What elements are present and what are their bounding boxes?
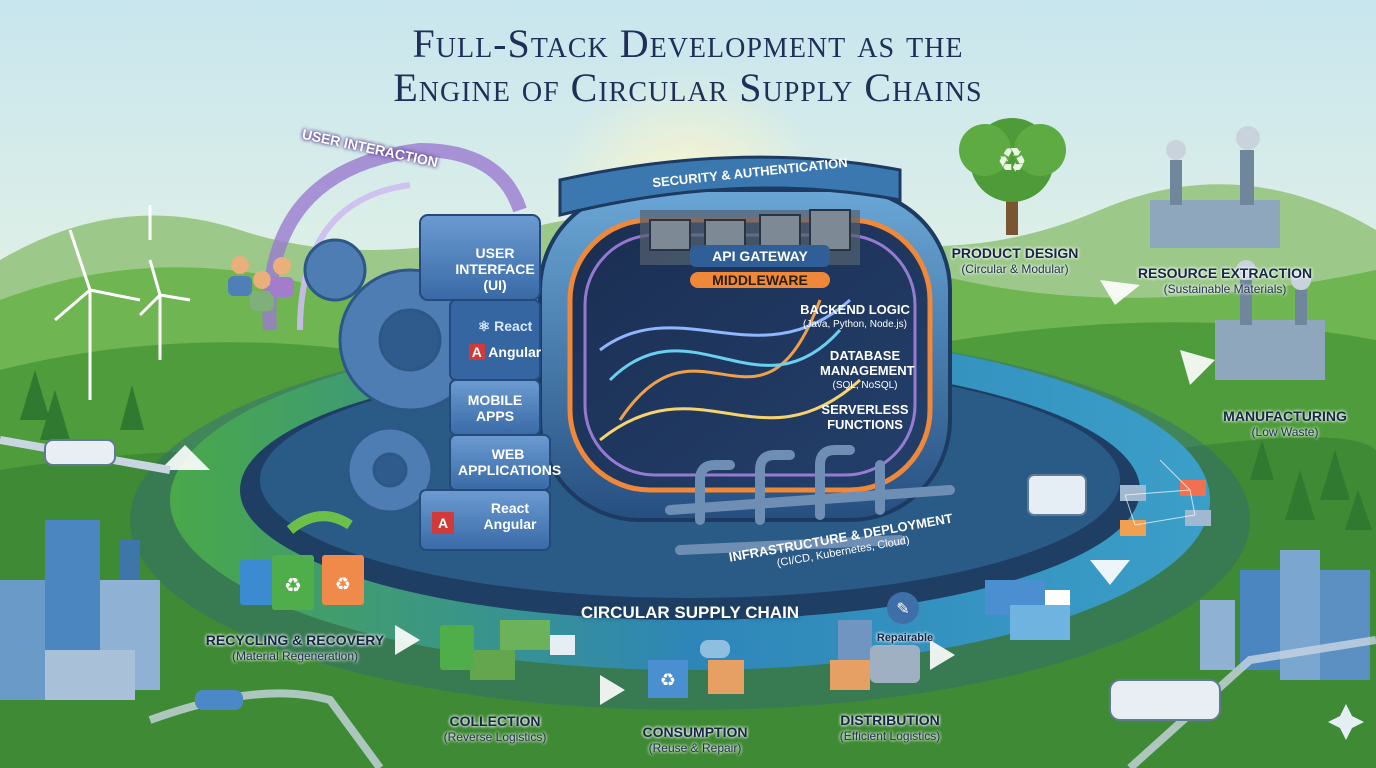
- web-apps-label: WEB APPLICATIONS: [458, 446, 562, 478]
- network-graph: [1124, 459, 1196, 526]
- resource-sub: (Sustainable Materials): [1163, 282, 1287, 296]
- consumption-label: CONSUMPTION (Reuse & Repair): [625, 724, 765, 756]
- resource-extraction-label: RESOURCE EXTRACTION (Sustainable Materia…: [1130, 265, 1320, 297]
- collection-title: COLLECTION: [449, 713, 541, 729]
- frontend-stack: [419, 214, 551, 551]
- collection-sub: (Reverse Logistics): [443, 730, 547, 744]
- page-title-line1: Full-Stack Development as the: [412, 21, 964, 66]
- svg-text:✎: ✎: [896, 599, 909, 618]
- building-icon: [1200, 550, 1370, 680]
- mobile-apps-label: MOBILE APPS: [467, 392, 523, 424]
- database-sub: (SQL, NoSQL): [832, 380, 898, 391]
- distribution-sub: (Efficient Logistics): [839, 729, 941, 743]
- product-design-sub: (Circular & Modular): [961, 262, 1069, 276]
- resource-title: RESOURCE EXTRACTION: [1137, 265, 1313, 281]
- consumption-sub: (Reuse & Repair): [648, 741, 742, 755]
- users-icon: [228, 256, 294, 311]
- svg-text:♻: ♻: [660, 670, 676, 691]
- angular-icon: A: [468, 344, 485, 360]
- database-title: DATABASE MANAGEMENT: [820, 348, 915, 378]
- infrastructure-pipes: [665, 445, 955, 555]
- recycling-label: RECYCLING & RECOVERY (Material Regenerat…: [200, 632, 390, 664]
- product-design-title: PRODUCT DESIGN: [951, 245, 1079, 261]
- database-label: DATABASE MANAGEMENT (SQL, NoSQL): [820, 348, 915, 393]
- react-angular-block: React Angular: [470, 500, 550, 532]
- page-title-line2: Engine of Circular Supply Chains: [393, 65, 983, 110]
- wrench-icon: ✎: [887, 592, 919, 624]
- consumption-title: CONSUMPTION: [642, 724, 748, 740]
- box-icon: [830, 620, 920, 690]
- bus-icon: [44, 439, 1221, 721]
- recycling-title: RECYCLING & RECOVERY: [205, 632, 385, 648]
- middleware-label: MIDDLEWARE: [690, 272, 830, 288]
- database-icon: [649, 209, 851, 251]
- repairable-label: Repairable: [876, 632, 934, 644]
- product-design-label: PRODUCT DESIGN (Circular & Modular): [935, 245, 1095, 277]
- react-icon: ⚛: [477, 318, 491, 334]
- manufacturing-title: MANUFACTURING: [1223, 408, 1347, 424]
- wind-turbine-icon: [54, 205, 191, 400]
- svg-text:♻: ♻: [284, 573, 302, 597]
- tree-icon: [20, 370, 1372, 530]
- gear-icon: [303, 238, 482, 514]
- bin-icon: ♻ ♻: [240, 555, 474, 670]
- box-icon: ♻: [648, 640, 744, 698]
- ui-block-label: USER INTERFACE (UI): [455, 245, 535, 293]
- building-icon: [0, 520, 160, 700]
- collection-label: COLLECTION (Reverse Logistics): [420, 713, 570, 745]
- angular-label: A Angular: [460, 344, 550, 360]
- manufacturing-sub: (Low Waste): [1251, 425, 1319, 439]
- tree-icon: ♻: [959, 118, 1066, 235]
- backend-logic-sub: (Java, Python, Node.js): [803, 319, 907, 330]
- serverless-label: SERVERLESS FUNCTIONS: [821, 402, 909, 432]
- factory-icon: [1150, 126, 1325, 380]
- react-text: React: [494, 318, 533, 334]
- recycling-sub: (Material Regeneration): [231, 649, 359, 663]
- truck-icon: [470, 474, 1211, 680]
- angular-badge-icon: A: [432, 512, 454, 534]
- manufacturing-label: MANUFACTURING (Low Waste): [1210, 408, 1360, 440]
- circular-supply-chain-label: CIRCULAR SUPPLY CHAIN: [580, 603, 800, 622]
- react-text-2: React: [490, 500, 530, 516]
- react-label: ⚛ React: [470, 318, 540, 334]
- angular-text-2: Angular: [483, 516, 537, 532]
- flow-arrow: [160, 280, 1215, 705]
- api-gateway-label: API GATEWAY: [690, 245, 830, 267]
- backend-logic-label: BACKEND LOGIC (Java, Python, Node.js): [790, 302, 920, 332]
- svg-text:♻: ♻: [335, 574, 351, 595]
- svg-text:♻: ♻: [997, 141, 1027, 181]
- distribution-title: DISTRIBUTION: [840, 712, 940, 728]
- backend-logic-title: BACKEND LOGIC: [800, 302, 910, 317]
- angular-text: Angular: [488, 344, 542, 360]
- distribution-label: DISTRIBUTION (Efficient Logistics): [820, 712, 960, 744]
